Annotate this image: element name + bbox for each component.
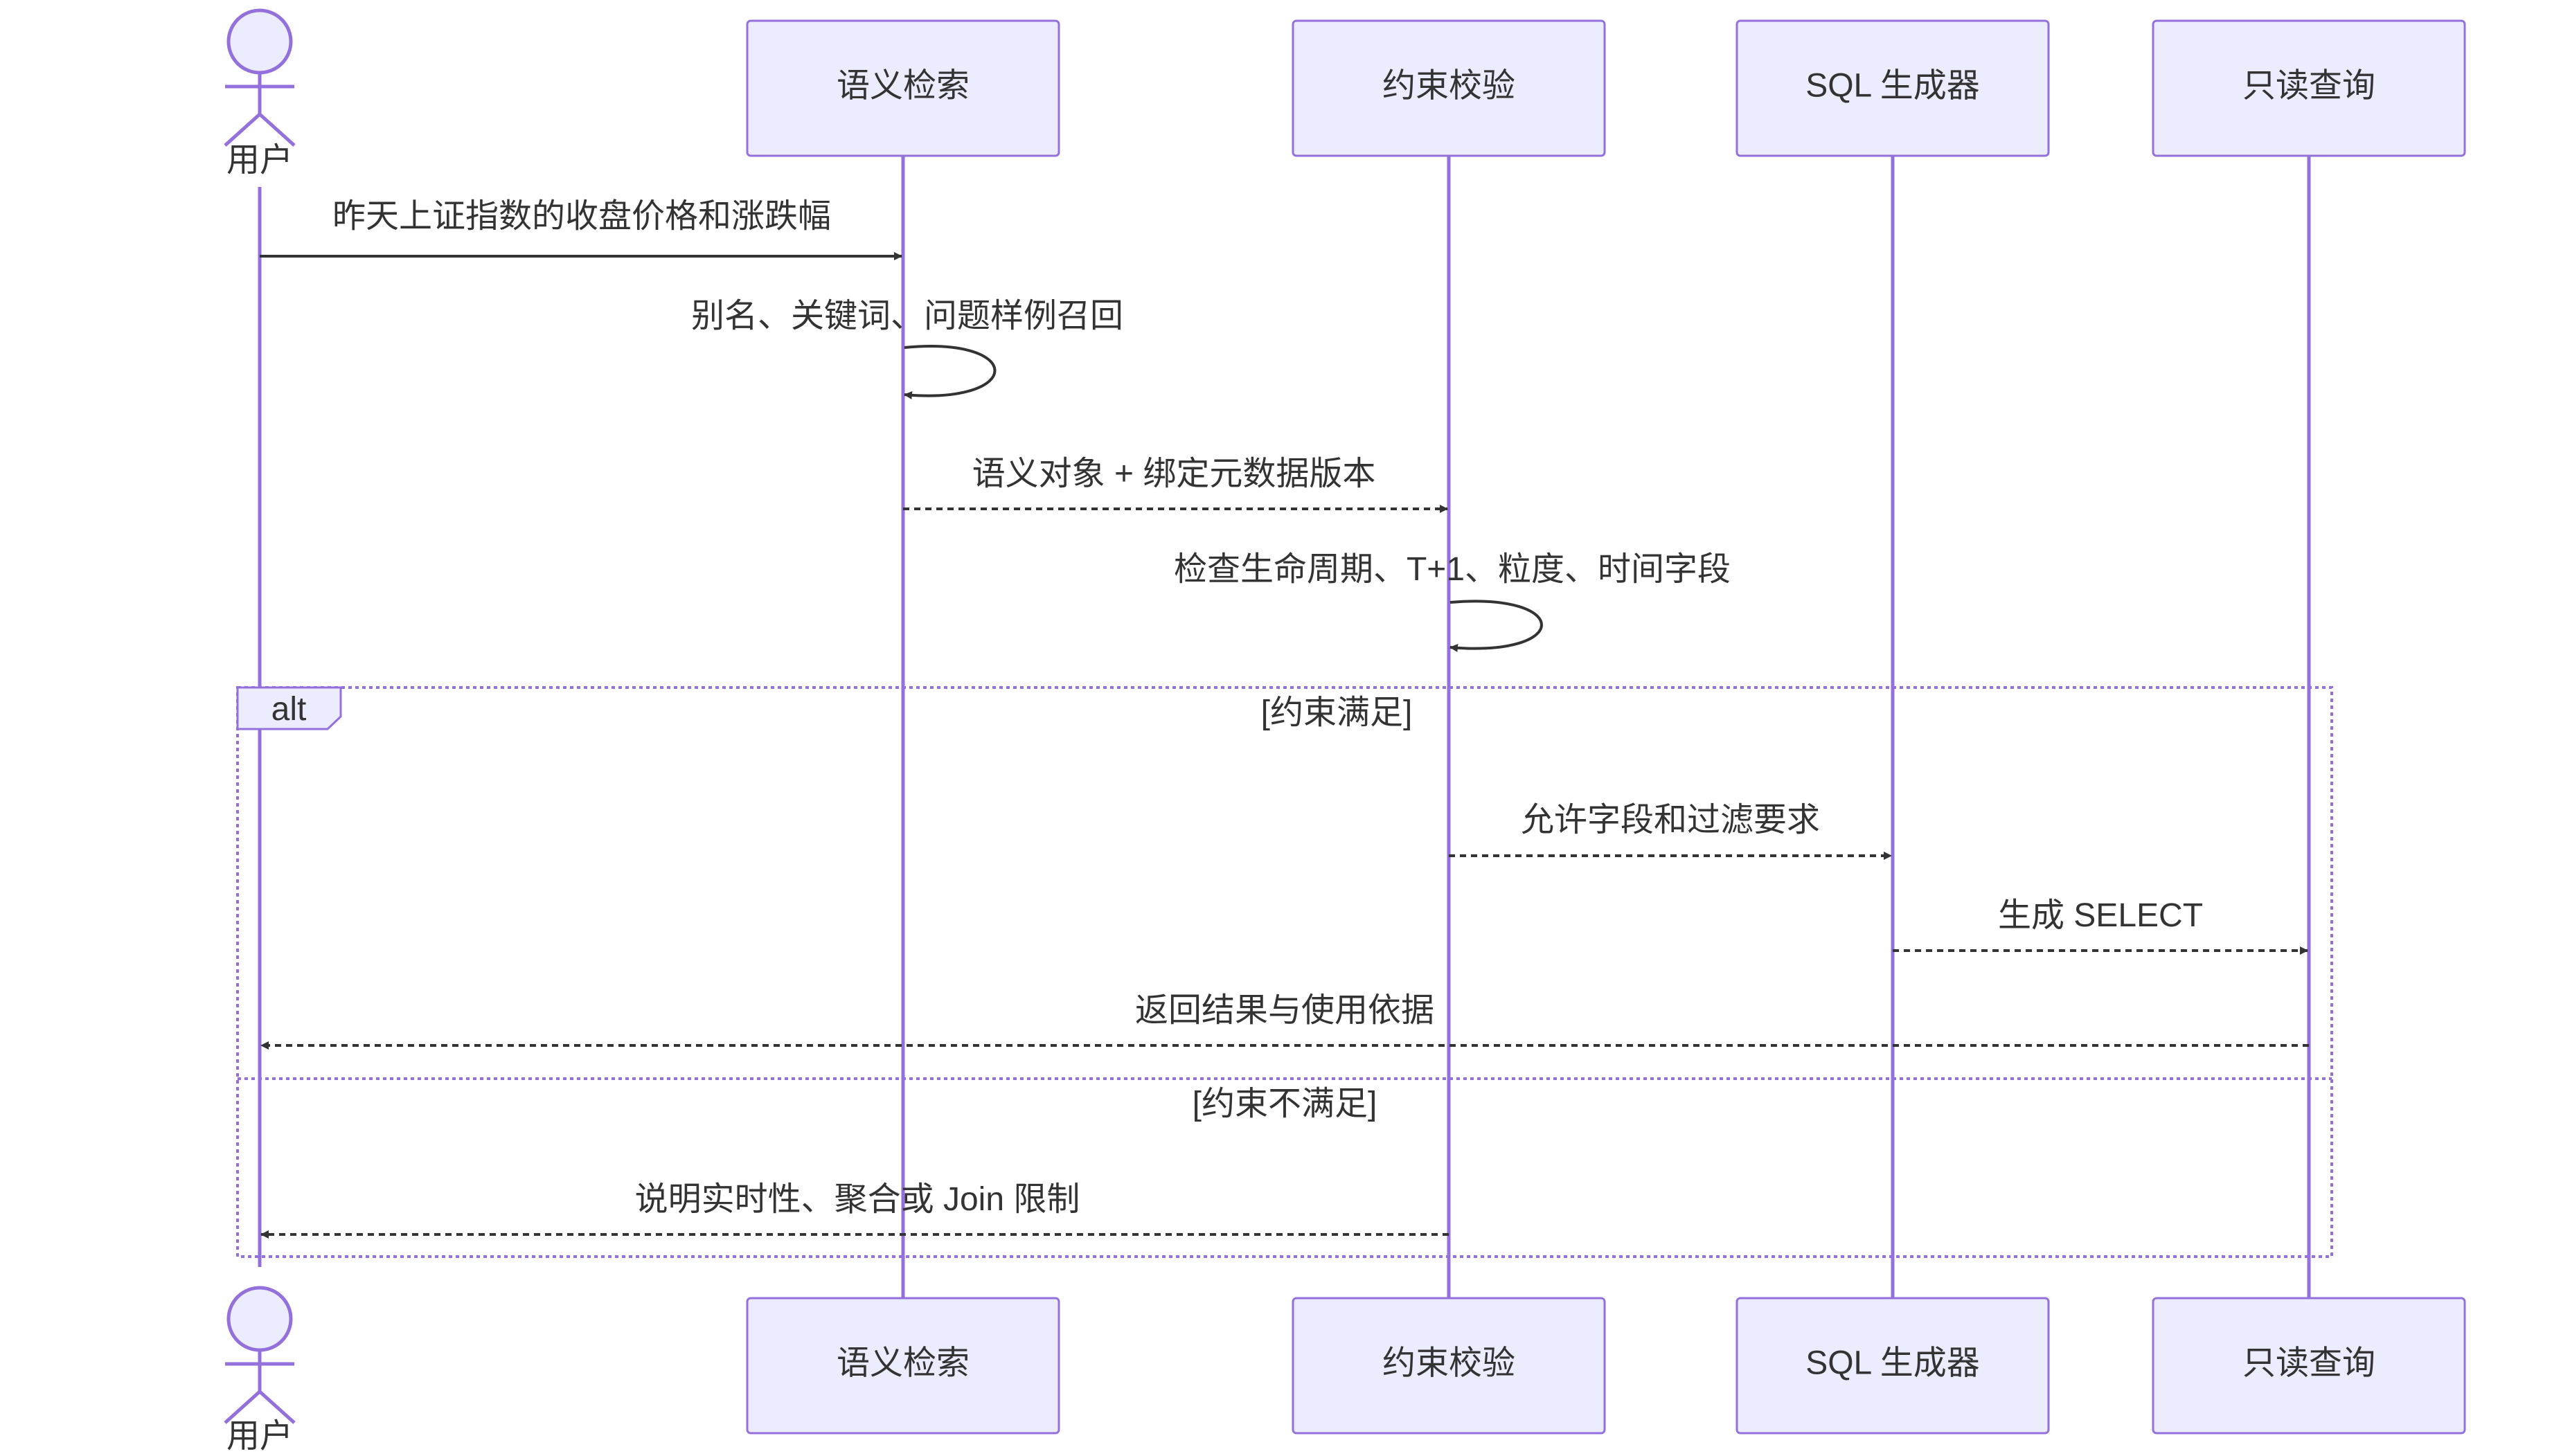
participant-readonly-query-bottom: 只读查询 [2152,1297,2466,1435]
participant-constraint-check-top: 约束校验 [1292,19,1606,157]
messages: 昨天上证指数的收盘价格和涨跌幅 别名、关键词、问题样例召回 语义对象 + 绑定元… [260,198,2309,1239]
participant-sql-generator-top: SQL 生成器 [1735,19,2050,157]
message-label: 检查生命周期、T+1、粒度、时间字段 [1174,551,1731,588]
participant-label: 约束校验 [1382,1345,1515,1382]
message-8: 说明实时性、聚合或 Join 限制 [260,1181,1449,1239]
lifelines [258,156,2311,1298]
actor-user-top: 用户 [224,8,296,179]
participant-label: 语义检索 [837,1345,970,1382]
message-label: 返回结果与使用依据 [1135,992,1434,1029]
message-2: 别名、关键词、问题样例召回 [691,298,1123,399]
message-self-loop [1449,600,1543,652]
actor-label-user: 用户 [226,1418,293,1455]
message-self-loop [904,345,997,399]
participant-semantic-search-bottom: 语义检索 [746,1297,1060,1435]
participant-box [2152,1297,2466,1435]
alt-block: alt [约束满足] [约束不满足] [236,686,2333,1258]
participant-label: 语义检索 [837,68,970,105]
participant-box [1292,1297,1606,1435]
message-label: 允许字段和过滤要求 [1521,802,1820,838]
alt-tag-box [236,686,342,730]
participant-box [1735,1297,2050,1435]
message-label: 别名、关键词、问题样例召回 [691,298,1123,334]
actor-leg-left [224,1390,261,1424]
participant-label: SQL 生成器 [1805,68,1980,105]
participant-readonly-query-top: 只读查询 [2152,19,2466,157]
message-1: 昨天上证指数的收盘价格和涨跌幅 [260,198,902,260]
participant-box [746,19,1060,157]
message-7: 返回结果与使用依据 [260,992,2309,1050]
actor-leg-right [258,113,296,147]
message-6: 生成 SELECT [1893,897,2308,955]
actor-label-user: 用户 [226,142,293,179]
actor-head [226,1286,293,1352]
participant-label: 只读查询 [2242,68,2375,105]
actor-leg-right [258,1390,296,1424]
participant-box [1735,19,2050,157]
message-5: 允许字段和过滤要求 [1449,802,1892,860]
participant-label: SQL 生成器 [1805,1345,1980,1382]
participant-box [2152,19,2466,157]
alt-tag-label: alt [271,691,307,728]
alt-frame [236,686,2333,1258]
participant-box [1292,19,1606,157]
participant-label: 只读查询 [2242,1345,2375,1382]
message-4: 检查生命周期、T+1、粒度、时间字段 [1174,551,1731,652]
message-label: 昨天上证指数的收盘价格和涨跌幅 [332,198,831,235]
actor-user-bottom: 用户 [224,1286,296,1455]
message-label: 语义对象 + 绑定元数据版本 [972,456,1376,492]
alt-condition-1: [约束满足] [1261,694,1413,731]
participant-semantic-search-top: 语义检索 [746,19,1060,157]
participant-label: 约束校验 [1382,68,1515,105]
message-3: 语义对象 + 绑定元数据版本 [903,456,1448,513]
participant-constraint-check-bottom: 约束校验 [1292,1297,1606,1435]
actor-head [226,8,293,75]
participant-sql-generator-bottom: SQL 生成器 [1735,1297,2050,1435]
participants-bottom: 用户 语义检索 约束校验 SQL 生成器 只读查询 [224,1286,2466,1455]
participant-box [746,1297,1060,1435]
message-label: 说明实时性、聚合或 Join 限制 [635,1181,1080,1218]
alt-condition-2: [约束不满足] [1193,1086,1377,1122]
participants-top: 用户 语义检索 约束校验 SQL 生成器 只读查询 [224,8,2466,179]
actor-leg-left [224,113,261,147]
message-label: 生成 SELECT [1998,897,2203,934]
